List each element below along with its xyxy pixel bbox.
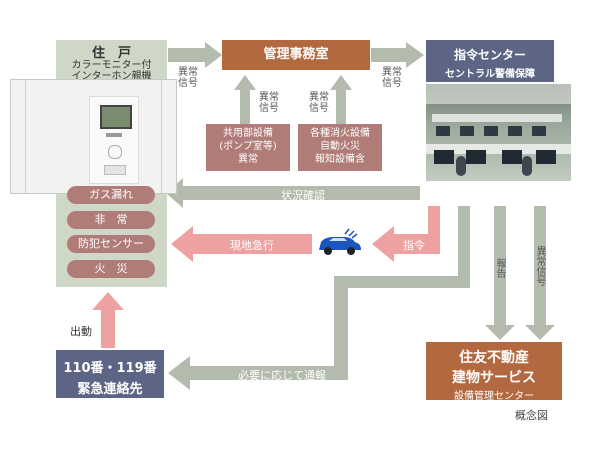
emergency-contacts-box: 110番・119番 緊急連絡先: [56, 350, 164, 398]
alarm-fire: 火 災: [67, 260, 155, 278]
fire-equipment-line3: 報知設備含: [315, 154, 365, 165]
label-abnormal-signal-3: 異常 信号: [254, 92, 284, 114]
fire-equipment-line1: 各種消火設備: [310, 128, 370, 139]
button-icon: [106, 133, 122, 137]
command-center-title: 指令センター: [453, 48, 526, 62]
label-abnormal-line1: 異常: [178, 67, 198, 78]
label-abnormal-signal-1: 異常 信号: [168, 67, 208, 89]
management-office: 管理事務室: [222, 40, 370, 70]
speaker-icon: [104, 165, 126, 175]
label-abnormal-line2: 信号: [309, 103, 329, 114]
arrow-residence-to-office: [168, 42, 222, 68]
label-status-check: 状況確認: [281, 189, 325, 202]
label-abnormal-v-text: 異常信号: [534, 246, 545, 286]
arrow-report-down: [485, 206, 515, 340]
arrow-command: [372, 206, 440, 262]
arrow-abnormal-down: [525, 206, 555, 340]
arrow-fire-up: [330, 75, 352, 124]
common-equipment-box: 共用部設備 (ポンプ室等) 異常: [206, 124, 290, 171]
label-dispatch: 出動: [70, 325, 92, 338]
residence-subtitle-2: インターホン親機: [71, 71, 152, 82]
alarm-gas-leak: ガス漏れ: [67, 186, 155, 204]
alarm-security-sensor: 防犯センサー: [67, 235, 155, 253]
label-abnormal-line1: 異常: [259, 92, 279, 103]
concept-diagram-label: 概念図: [515, 409, 548, 422]
label-command: 指令: [403, 239, 425, 252]
label-report-text: 報告: [494, 258, 505, 278]
intercom-face: [89, 96, 139, 184]
label-report-vertical: 報告: [494, 258, 506, 278]
arrow-status-check: [166, 178, 420, 208]
label-abnormal-line2: 信号: [178, 78, 198, 89]
residence-subtitle-1: カラーモニター付: [71, 60, 152, 71]
label-rush-to-site: 現地急行: [230, 239, 274, 252]
common-equipment-line1: 共用部設備: [223, 128, 273, 139]
label-notify-if-needed: 必要に応じて通報: [238, 369, 326, 382]
arrow-notify: [168, 206, 470, 390]
common-equipment-line3: 異常: [238, 154, 258, 165]
command-center-subtitle: セントラル警備保障: [445, 69, 535, 80]
residence-title: 住 戸: [91, 46, 131, 61]
arrow-office-to-center: [371, 42, 424, 68]
label-abnormal-signal-2: 異常 信号: [374, 67, 410, 89]
fire-equipment-line2: 自動火災: [320, 141, 360, 152]
fire-equipment-box: 各種消火設備 自動火災 報知設備含: [298, 124, 382, 171]
arrow-rush-to-site: [171, 226, 312, 262]
dial-icon: [108, 145, 122, 159]
label-abnormal-line2: 信号: [259, 103, 279, 114]
command-center: 指令センター セントラル警備保障: [426, 40, 554, 82]
label-abnormal-line1: 異常: [309, 92, 329, 103]
emergency-line1: 110番・119番: [63, 361, 157, 376]
intercom-device: [10, 79, 177, 194]
command-center-photo: [426, 84, 571, 181]
label-abnormal-line2: 信号: [382, 78, 402, 89]
arrow-dispatch: [92, 292, 124, 348]
sumitomo-line1: 住友不動産: [459, 350, 529, 366]
emergency-line2: 緊急連絡先: [77, 382, 143, 397]
sumitomo-line3: 設備管理センター: [454, 391, 534, 402]
sumitomo-line2: 建物サービス: [452, 370, 536, 386]
label-abnormal-signal-4: 異常 信号: [304, 92, 334, 114]
arrow-common-up: [234, 75, 256, 124]
label-abnormal-line1: 異常: [382, 67, 402, 78]
car-icon: [319, 228, 361, 255]
monitor-screen-icon: [100, 105, 132, 129]
alarm-emergency: 非 常: [67, 211, 155, 229]
sumitomo-box: 住友不動産 建物サービス 設備管理センター: [426, 342, 562, 402]
common-equipment-line2: (ポンプ室等): [219, 141, 277, 152]
label-abnormal-vertical: 異常信号: [534, 246, 546, 286]
